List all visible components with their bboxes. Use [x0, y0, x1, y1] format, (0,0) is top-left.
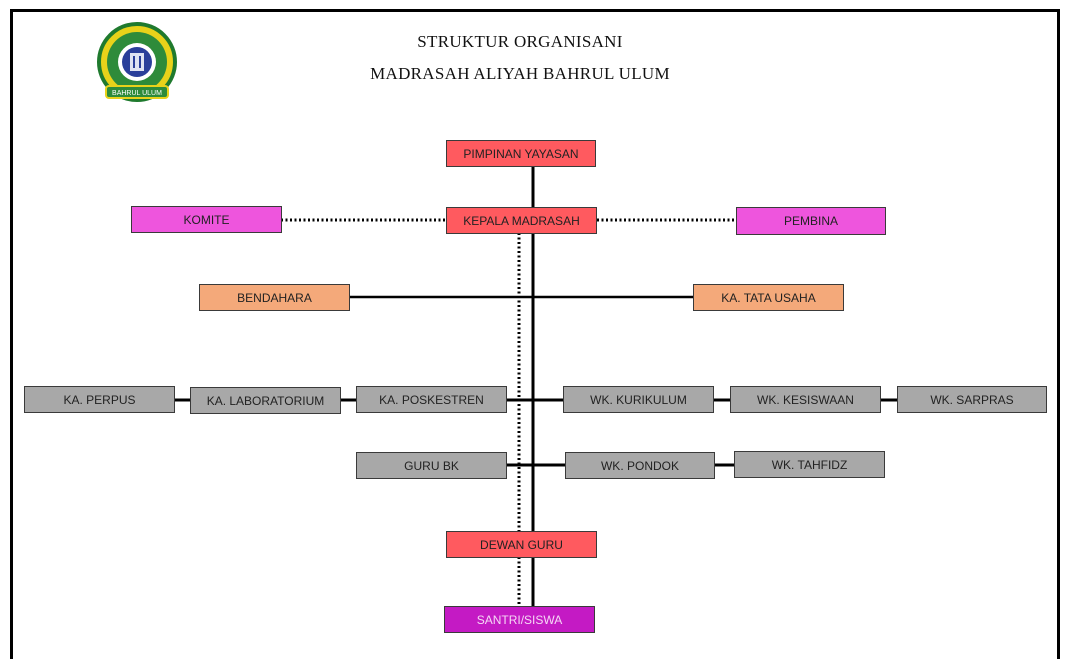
- logo-text: BAHRUL ULUM: [112, 90, 162, 97]
- node-wk-pondok: WK. PONDOK: [565, 452, 715, 479]
- chart-subtitle: MADRASAH ALIYAH BAHRUL ULUM: [370, 64, 670, 83]
- node-kepala-madrasah: KEPALA MADRASAH: [446, 207, 597, 234]
- node-ka-tata-usaha: KA. TATA USAHA: [693, 284, 844, 311]
- node-guru-bk: GURU BK: [356, 452, 507, 479]
- node-wk-sarpras: WK. SARPRAS: [897, 386, 1047, 413]
- node-pembina: PEMBINA: [736, 207, 886, 235]
- node-wk-kurikulum: WK. KURIKULUM: [563, 386, 714, 413]
- school-logo: BAHRUL ULUM: [97, 22, 177, 102]
- node-dewan-guru: DEWAN GURU: [446, 531, 597, 558]
- node-ka-perpus: KA. PERPUS: [24, 386, 175, 413]
- page-frame: [10, 9, 1060, 659]
- node-komite: KOMITE: [131, 206, 282, 233]
- node-santri-siswa: SANTRI/SISWA: [444, 606, 595, 633]
- chart-title: STRUKTUR ORGANISANI: [417, 32, 623, 51]
- node-wk-tahfidz: WK. TAHFIDZ: [734, 451, 885, 478]
- node-ka-laboratorium: KA. LABORATORIUM: [190, 387, 341, 414]
- node-ka-poskestren: KA. POSKESTREN: [356, 386, 507, 413]
- node-wk-kesiswaan: WK. KESISWAAN: [730, 386, 881, 413]
- node-bendahara: BENDAHARA: [199, 284, 350, 311]
- node-pimpinan-yayasan: PIMPINAN YAYASAN: [446, 140, 596, 167]
